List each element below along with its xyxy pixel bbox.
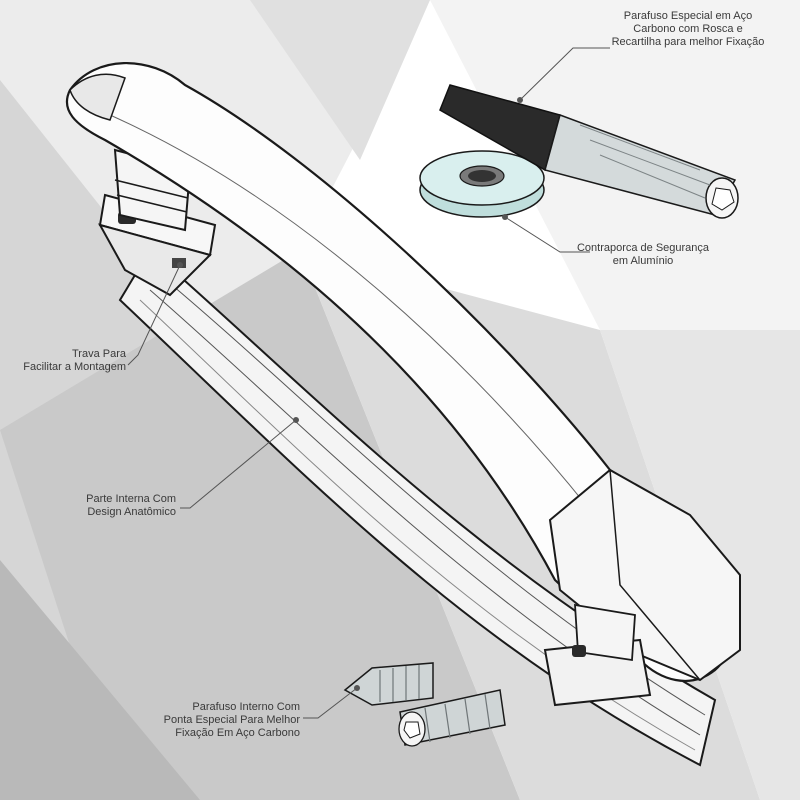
leader-contraporca [502, 214, 590, 253]
callout-line: Carbono com Rosca e [633, 23, 743, 35]
callout-trava: Trava Para Facilitar a Montagem [0, 348, 126, 374]
internal-screws [343, 662, 506, 747]
callout-parafuso-interno: Parafuso Interno Com Ponta Especial Para… [130, 701, 300, 740]
washer [419, 150, 545, 218]
leader-parte-interna [180, 417, 299, 509]
callout-line: Parafuso Especial em Aço [623, 10, 753, 22]
leader-trava [127, 262, 183, 366]
callout-line: Parte Interna Com [86, 493, 176, 505]
callout-contraporca: Contraporca de Segurança em Alumínio [568, 242, 718, 268]
callout-parte-interna: Parte Interna Com Design Anatômico [40, 493, 176, 519]
leader-parafuso-interno [303, 685, 360, 719]
callout-line: Trava Para [71, 348, 126, 360]
callout-line: Facilitar a Montagem [23, 361, 126, 373]
leader-lines [127, 47, 610, 719]
callout-line: Recartilha para melhor Fixação [611, 36, 765, 48]
callout-line: em Alumínio [612, 255, 674, 267]
callout-parafuso-especial: Parafuso Especial em Aço Carbono com Ros… [596, 10, 780, 49]
callout-line: Parafuso Interno Com [192, 701, 300, 713]
special-screw [439, 84, 739, 219]
callout-line: Ponta Especial Para Melhor [163, 714, 300, 726]
callout-line: Contraporca de Segurança [576, 242, 710, 254]
callout-line: Design Anatômico [87, 506, 176, 518]
bottom-mount-block [543, 603, 652, 707]
leader-parafuso-especial [517, 47, 610, 103]
callout-line: Fixação Em Aço Carbono [175, 727, 300, 739]
